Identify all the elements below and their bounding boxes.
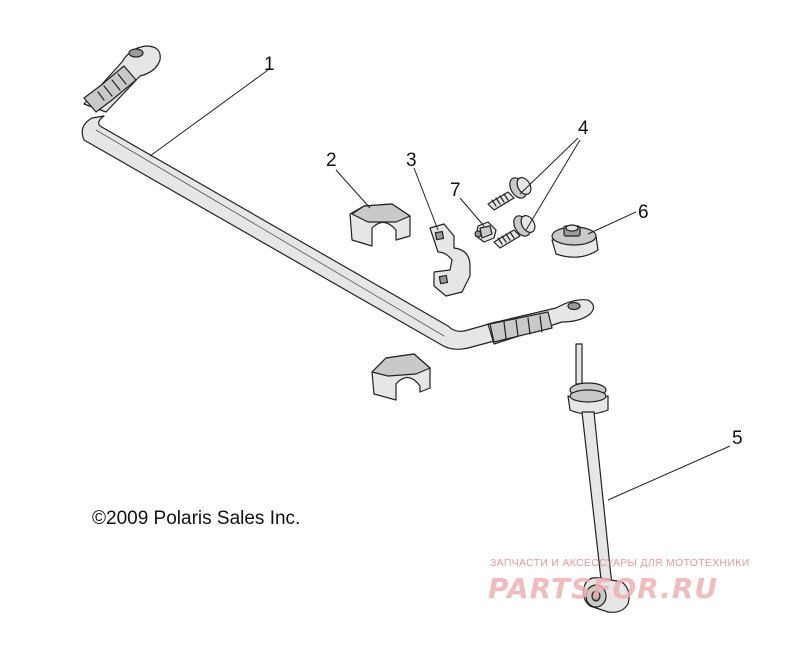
leader-5: [607, 445, 731, 501]
grease-fitting: [474, 221, 497, 243]
callout-5: 5: [732, 428, 743, 449]
leader-4b: [525, 139, 581, 231]
stabilizer-bar: [81, 45, 595, 350]
leader-1: [149, 69, 269, 157]
leader-2: [335, 169, 371, 209]
bushing-lower: [371, 353, 431, 401]
leader-7: [459, 197, 485, 227]
cylindrical-bushing: [551, 224, 599, 258]
callout-7: 7: [450, 180, 461, 201]
bolt-upper: [487, 177, 532, 211]
watermark: ЗАПЧАСТИ И АКСЕССУАРЫ ДЛЯ МОТОТЕХНИКИ PA…: [488, 557, 750, 605]
callout-3: 3: [406, 150, 417, 171]
leader-lines: [149, 69, 731, 501]
callout-1: 1: [264, 54, 275, 75]
leader-4a: [519, 137, 579, 195]
callout-4: 4: [578, 118, 589, 139]
callouts: 1 2 3 7 4 6 5: [264, 54, 743, 449]
mounting-bracket: [429, 223, 471, 297]
leader-6: [587, 211, 637, 235]
watermark-brand: PARTSFOR.RU: [488, 572, 718, 605]
leader-3: [413, 167, 439, 231]
bushing-upper: [349, 203, 411, 247]
callout-2: 2: [326, 150, 337, 171]
bolt-lower: [493, 215, 536, 249]
callout-6: 6: [638, 202, 649, 223]
end-link: [567, 343, 630, 613]
copyright-notice: ©2009 Polaris Sales Inc.: [92, 508, 300, 529]
watermark-tagline: ЗАПЧАСТИ И АКСЕССУАРЫ ДЛЯ МОТОТЕХНИКИ: [490, 557, 750, 569]
